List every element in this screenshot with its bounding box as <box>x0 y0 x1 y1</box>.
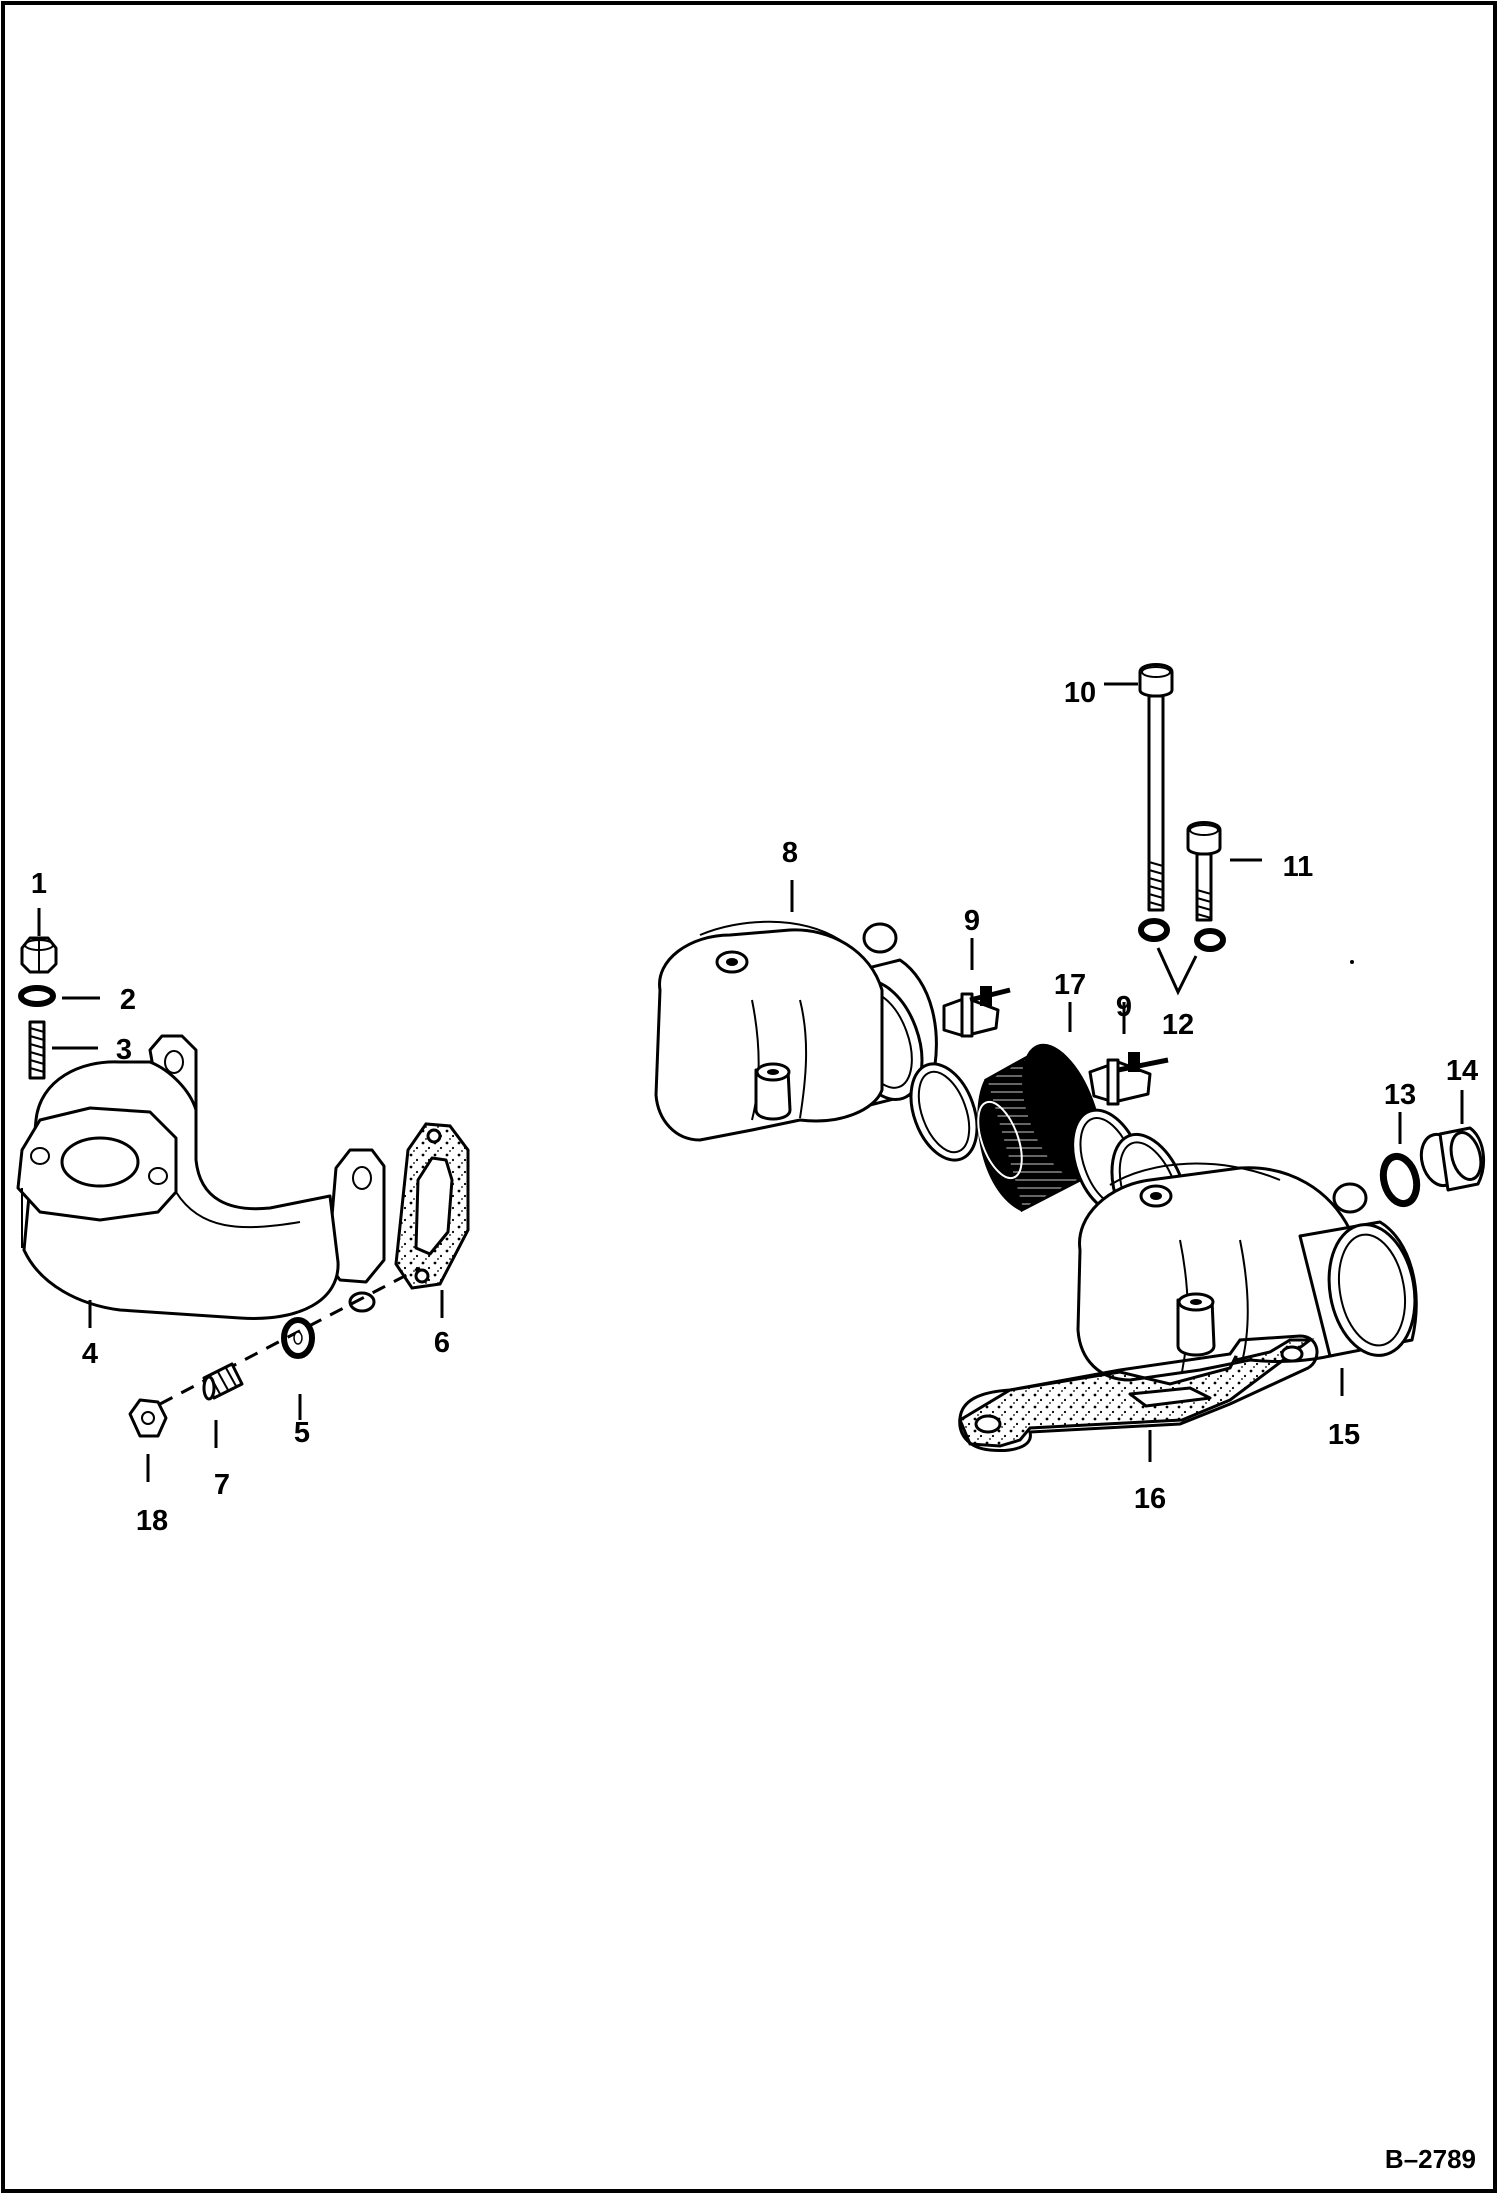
part-label-16: 16 <box>1134 1483 1166 1515</box>
manifold-gasket-part-6 <box>394 1122 470 1290</box>
nut-part-18 <box>128 1398 168 1438</box>
part-label-15: 15 <box>1328 1419 1360 1451</box>
intake-elbow-part-8 <box>654 920 938 1142</box>
part-label-12: 12 <box>1162 1009 1194 1041</box>
part-label-10: 10 <box>1064 677 1096 709</box>
long-bolt-part-10 <box>1138 663 1174 912</box>
part-label-9a: 9 <box>964 905 980 937</box>
intake-gasket-part-16 <box>958 1334 1319 1452</box>
part-label-7: 7 <box>214 1469 230 1501</box>
part-label-6: 6 <box>434 1327 450 1359</box>
short-bolt-part-11 <box>1186 821 1222 922</box>
intake-manifold-part-15 <box>1076 1132 1418 1382</box>
part-label-11: 11 <box>1283 851 1314 883</box>
o-ring-part-13 <box>1379 1152 1421 1208</box>
stud-part-7 <box>202 1362 244 1401</box>
washers-part-12 <box>1138 918 1226 952</box>
part-label-1: 1 <box>31 868 47 900</box>
stud-part-3 <box>28 1020 46 1080</box>
part-label-18: 18 <box>136 1505 168 1537</box>
lock-washer-part-2 <box>18 985 56 1007</box>
plug-part-14 <box>1419 1126 1485 1192</box>
part-label-13: 13 <box>1384 1079 1416 1111</box>
washer-part-5 <box>281 1317 315 1359</box>
figure-code: B–2789 <box>1385 2144 1476 2174</box>
part-label-5: 5 <box>294 1417 310 1449</box>
part-label-14: 14 <box>1446 1055 1478 1087</box>
exhaust-manifold-part-4 <box>16 1034 386 1320</box>
part-label-17: 17 <box>1054 969 1086 1001</box>
part-label-4: 4 <box>82 1338 98 1370</box>
part-label-8: 8 <box>782 837 798 869</box>
hose-clamp-part-9-left <box>909 986 1011 1162</box>
part-label-2: 2 <box>120 984 136 1016</box>
part-label-9b: 9 <box>1116 991 1132 1023</box>
nut-part-1 <box>20 936 58 974</box>
part-label-3: 3 <box>116 1034 132 1066</box>
